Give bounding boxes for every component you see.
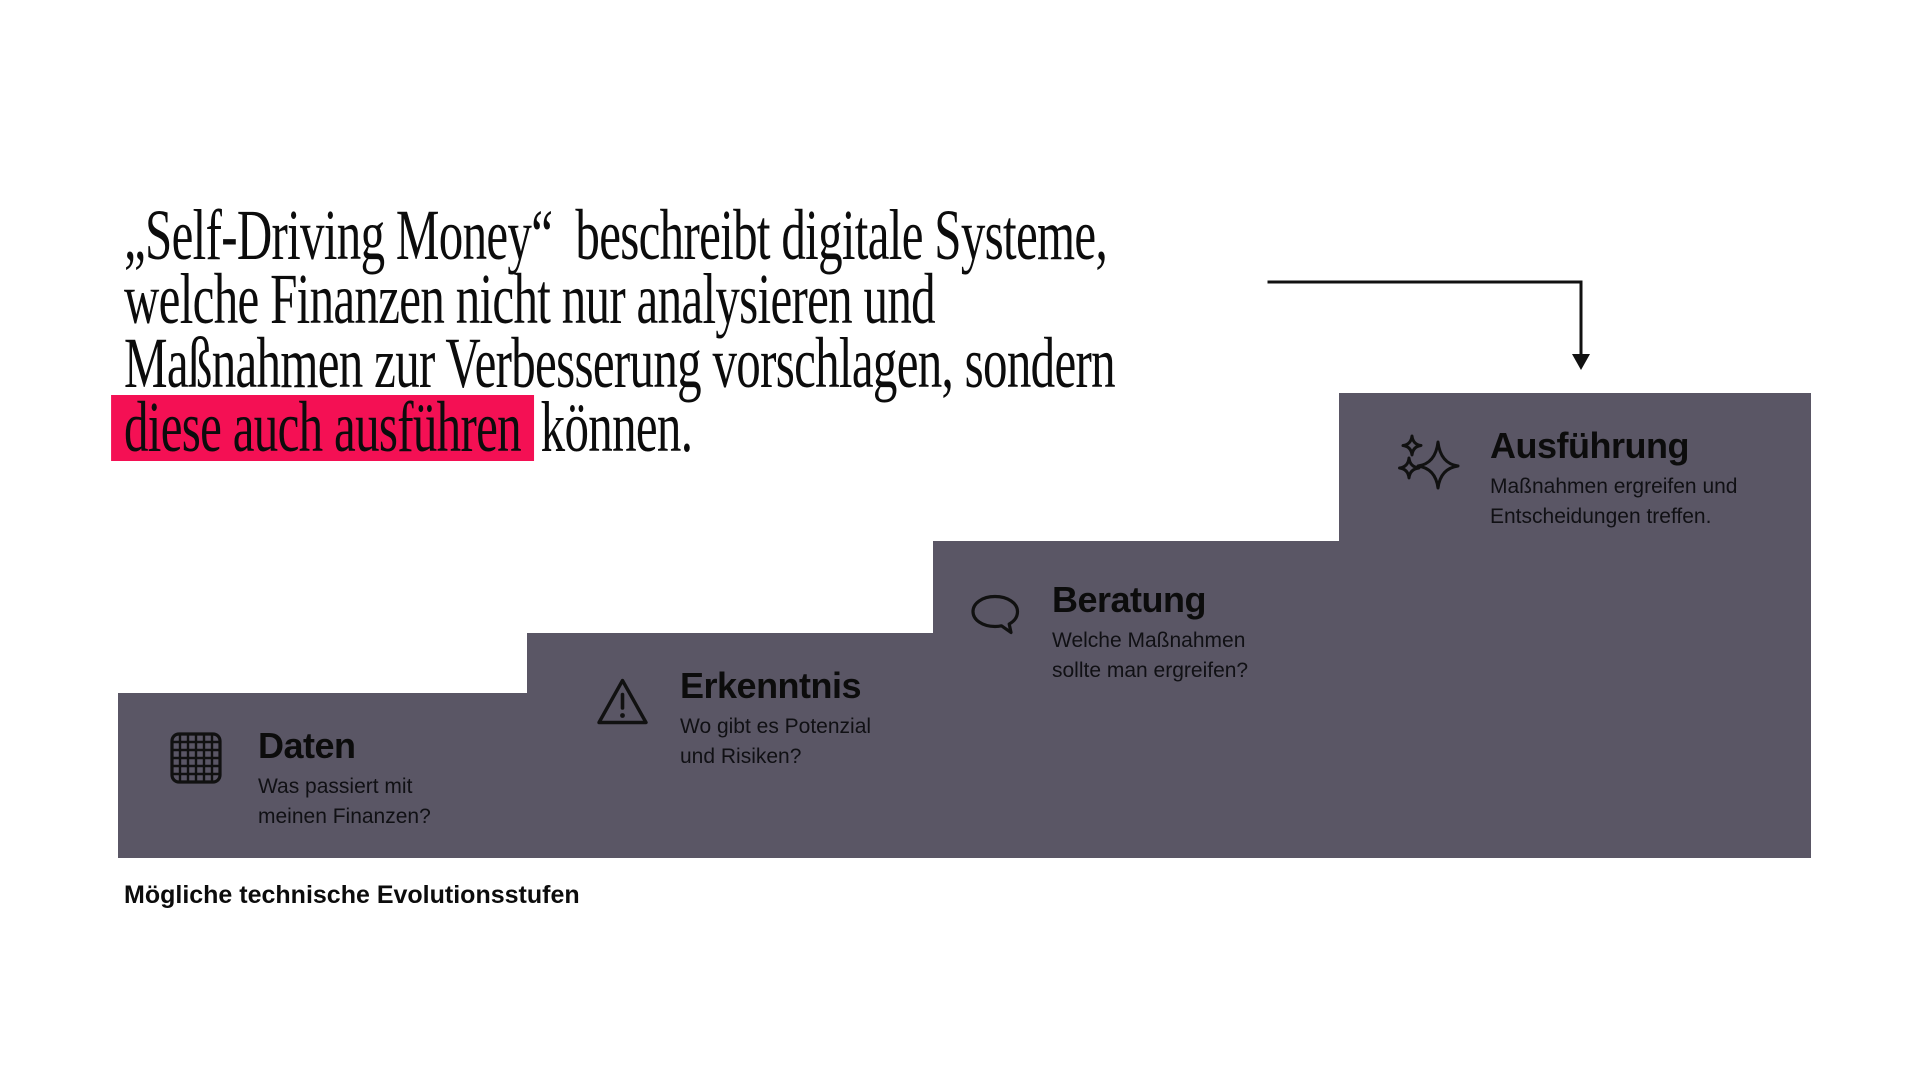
caption: Mögliche technische Evolutionsstufen — [124, 881, 580, 909]
step-description: Was passiert mit meinen Finanzen? — [258, 772, 431, 832]
warning-triangle-icon — [597, 678, 648, 725]
headline: „Self-Driving Money“ beschreibt digitale… — [111, 195, 1280, 463]
step-desc-line: sollte man ergreifen? — [1052, 659, 1249, 682]
step-ausfuehrung: Ausführung Maßnahmen ergreifen und Entsc… — [1339, 393, 1811, 858]
step-beratung: Beratung Welche Maßnahmen sollte man erg… — [933, 541, 1339, 858]
step-description: Welche Maßnahmen sollte man ergreifen? — [1052, 626, 1248, 686]
step-desc-line: Maßnahmen ergreifen und — [1490, 475, 1738, 498]
step-erkenntnis: Erkenntnis Wo gibt es Potenzial und Risi… — [527, 633, 933, 858]
arrow-connector — [1267, 280, 1590, 370]
step-content: Erkenntnis Wo gibt es Potenzial und Risi… — [595, 668, 871, 772]
step-desc-line: meinen Finanzen? — [258, 805, 431, 828]
step-content: Beratung Welche Maßnahmen sollte man erg… — [970, 582, 1248, 686]
sparkles-icon — [1398, 434, 1460, 490]
step-title: Erkenntnis — [680, 665, 862, 706]
step-text: Beratung Welche Maßnahmen sollte man erg… — [1052, 582, 1248, 686]
step-desc-line: Was passiert mit — [258, 775, 413, 798]
headline-tail: können. — [540, 387, 693, 467]
speech-bubble-icon — [971, 594, 1020, 635]
grid-icon — [170, 732, 222, 784]
step-content: Daten Was passiert mit meinen Finanzen? — [170, 728, 431, 832]
step-text: Daten Was passiert mit meinen Finanzen? — [258, 728, 431, 832]
step-description: Wo gibt es Potenzial und Risiken? — [680, 712, 871, 772]
headline-line: Maßnahmen zur Verbesserung vorschlagen, … — [124, 323, 1116, 403]
headline-line: „Self-Driving Money“ beschreibt digitale… — [124, 195, 1108, 275]
headline-line: welche Finanzen nicht nur analysieren un… — [124, 259, 936, 339]
step-description: Maßnahmen ergreifen und Entscheidungen t… — [1490, 472, 1737, 532]
step-text: Ausführung Maßnahmen ergreifen und Entsc… — [1490, 428, 1737, 532]
step-desc-line: Wo gibt es Potenzial — [680, 715, 872, 738]
step-title: Ausführung — [1490, 425, 1689, 466]
step-text: Erkenntnis Wo gibt es Potenzial und Risi… — [680, 668, 871, 772]
step-content: Ausführung Maßnahmen ergreifen und Entsc… — [1398, 428, 1737, 532]
step-desc-line: Entscheidungen treffen. — [1490, 505, 1712, 528]
step-daten: Daten Was passiert mit meinen Finanzen? — [118, 693, 527, 858]
step-title: Daten — [258, 725, 356, 766]
step-desc-line: Welche Maßnahmen — [1052, 629, 1246, 652]
highlighted-text: diese auch ausführen — [111, 391, 534, 463]
step-title: Beratung — [1052, 579, 1207, 620]
step-desc-line: und Risiken? — [680, 745, 802, 768]
